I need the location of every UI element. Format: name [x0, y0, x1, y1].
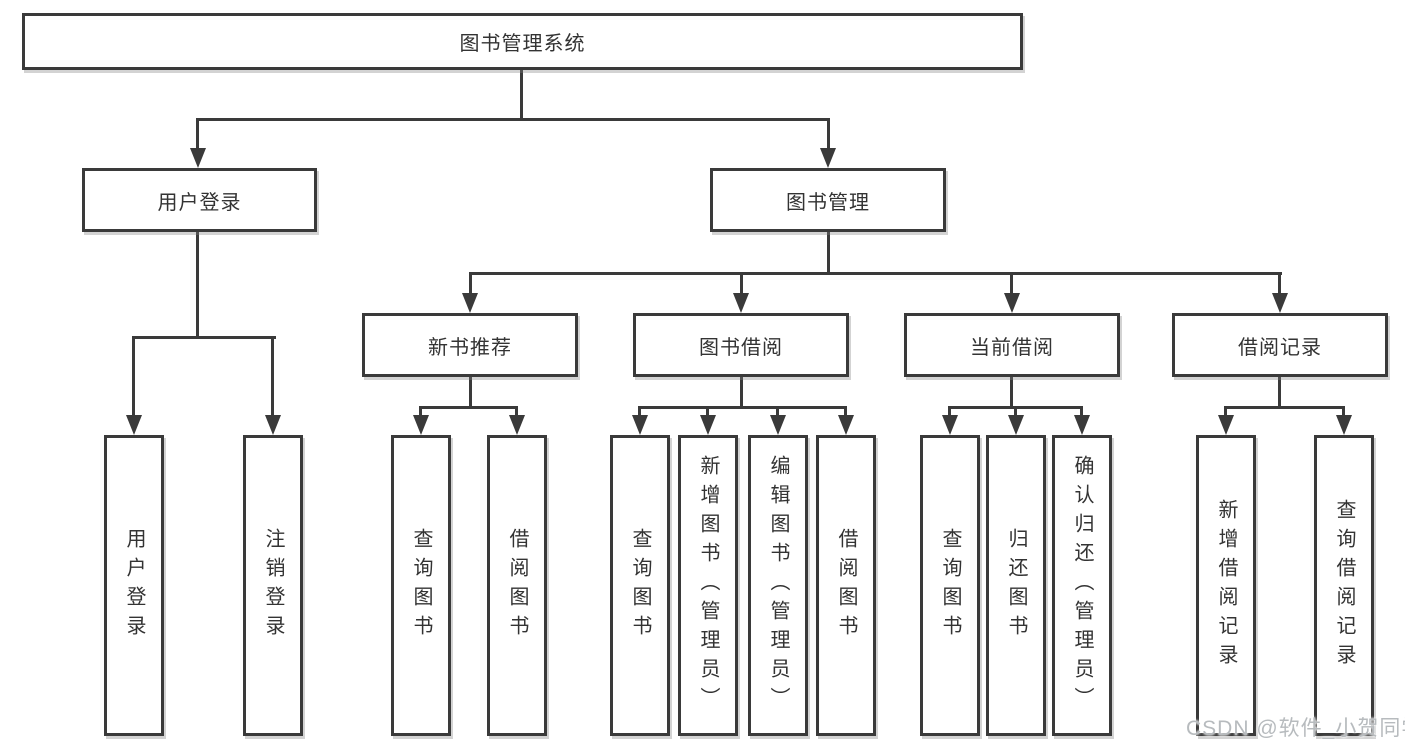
node-label: 当前借阅: [970, 336, 1054, 359]
leaf-query-books-current: 查询图书: [920, 435, 980, 736]
node-current-borrow: 当前借阅: [904, 313, 1120, 377]
arrowhead-down-icon: [462, 293, 478, 313]
connector-drop-leaf: [1224, 406, 1227, 418]
arrowhead-down-icon: [632, 415, 648, 435]
node-book-management: 图书管理: [710, 168, 946, 232]
node-label: 图书管理: [786, 191, 870, 214]
arrowhead-down-icon: [126, 415, 142, 435]
node-label: 查询借阅记录: [1333, 498, 1355, 673]
connector-split-level3: [469, 272, 1282, 275]
leaf-add-borrow-record: 新增借阅记录: [1196, 435, 1256, 736]
node-label: 编辑图书（管理员）: [767, 455, 789, 716]
node-label: 用户登录: [157, 191, 242, 214]
node-label: 归还图书: [1005, 527, 1027, 644]
connector-split-login: [132, 336, 276, 339]
connector-split-level2: [196, 118, 830, 121]
connector-recommend-stub: [469, 377, 472, 406]
connector-borrow-stub: [740, 377, 743, 406]
node-label: 注销登录: [262, 527, 284, 644]
node-label: 图书借阅: [699, 336, 783, 359]
arrowhead-down-icon: [1218, 415, 1234, 435]
leaf-return-book: 归还图书: [986, 435, 1046, 736]
connector-drop-l3: [469, 272, 472, 297]
node-label: 借阅记录: [1238, 336, 1322, 359]
leaf-edit-book-admin: 编辑图书（管理员）: [748, 435, 808, 736]
node-label: 借阅图书: [835, 527, 857, 644]
node-label: 查询图书: [410, 527, 432, 644]
connector-drop-leaf: [844, 406, 847, 418]
arrowhead-down-icon: [820, 148, 836, 168]
leaf-user-login: 用户登录: [104, 435, 164, 736]
arrowhead-down-icon: [1004, 293, 1020, 313]
connector-mgmt-stub: [827, 232, 830, 272]
node-book-borrow: 图书借阅: [633, 313, 849, 377]
leaf-query-books-borrow: 查询图书: [610, 435, 670, 736]
arrowhead-down-icon: [942, 415, 958, 435]
connector-drop-leaf: [948, 406, 951, 418]
leaf-borrow-books: 借阅图书: [816, 435, 876, 736]
connector-drop-l3: [1278, 272, 1281, 297]
connector-drop-leaf: [706, 406, 709, 418]
connector-root-stub: [520, 70, 523, 118]
node-label: 用户登录: [123, 527, 145, 644]
connector-drop-leaf: [1080, 406, 1083, 418]
node-label: 图书管理系统: [459, 33, 586, 55]
connector-current-stub: [1010, 377, 1013, 406]
leaf-borrow-books-recommend: 借阅图书: [487, 435, 547, 736]
connector-drop-user-login: [196, 118, 199, 152]
leaf-query-books-recommend: 查询图书: [391, 435, 451, 736]
connector-split-records: [1224, 406, 1345, 409]
node-label: 查询图书: [629, 527, 651, 644]
node-label: 查询图书: [939, 527, 961, 644]
arrowhead-down-icon: [1008, 415, 1024, 435]
connector-drop-book-mgmt: [827, 118, 830, 152]
connector-records-stub: [1278, 377, 1281, 406]
arrowhead-down-icon: [509, 415, 525, 435]
node-root-system: 图书管理系统: [22, 13, 1023, 70]
node-user-login: 用户登录: [82, 168, 317, 232]
arrowhead-down-icon: [1336, 415, 1352, 435]
arrowhead-down-icon: [733, 293, 749, 313]
leaf-confirm-return-admin: 确认归还（管理员）: [1052, 435, 1112, 736]
node-new-book-recommend: 新书推荐: [362, 313, 578, 377]
node-label: 新增图书（管理员）: [697, 455, 719, 716]
connector-drop-leaf: [132, 336, 135, 417]
csdn-watermark: CSDN @软件_小贺同学: [1186, 717, 1405, 740]
arrowhead-down-icon: [700, 415, 716, 435]
connector-drop-leaf: [515, 406, 518, 418]
connector-drop-leaf: [1342, 406, 1345, 418]
leaf-add-book-admin: 新增图书（管理员）: [678, 435, 738, 736]
node-label: 新书推荐: [428, 336, 512, 359]
arrowhead-down-icon: [413, 415, 429, 435]
arrowhead-down-icon: [1272, 293, 1288, 313]
connector-drop-leaf: [271, 336, 274, 417]
arrowhead-down-icon: [838, 415, 854, 435]
leaf-logout-login: 注销登录: [243, 435, 303, 736]
arrowhead-down-icon: [1074, 415, 1090, 435]
connector-drop-l3: [1010, 272, 1013, 297]
arrowhead-down-icon: [770, 415, 786, 435]
arrowhead-down-icon: [265, 415, 281, 435]
leaf-query-borrow-record: 查询借阅记录: [1314, 435, 1374, 736]
node-label: 新增借阅记录: [1215, 498, 1237, 673]
connector-split-borrow: [638, 406, 847, 409]
connector-drop-leaf: [776, 406, 779, 418]
node-label: 确认归还（管理员）: [1071, 455, 1093, 716]
node-label: 借阅图书: [506, 527, 528, 644]
connector-drop-l3: [740, 272, 743, 297]
node-borrow-records: 借阅记录: [1172, 313, 1388, 377]
connector-drop-leaf: [1014, 406, 1017, 418]
connector-split-recommend: [419, 406, 518, 409]
connector-login-stub: [196, 232, 199, 336]
connector-drop-leaf: [419, 406, 422, 418]
arrowhead-down-icon: [190, 148, 206, 168]
connector-drop-leaf: [638, 406, 641, 418]
